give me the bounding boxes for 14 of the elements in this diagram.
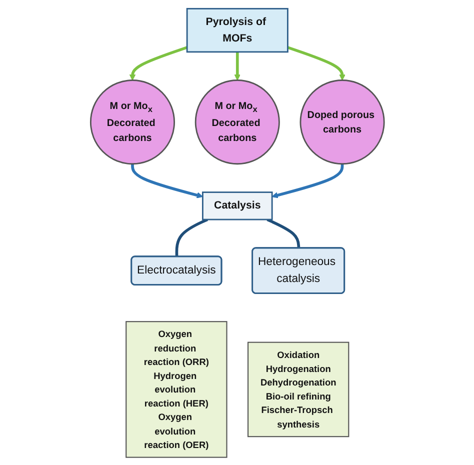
- arrow: [286, 46, 345, 80]
- connector: [266, 218, 300, 248]
- node-box: Oxidation Hydrogenation Dehydrogenation Bio-oil refining Fischer-Tropsch synthesis: [247, 341, 349, 437]
- arrow: [234, 51, 240, 80]
- arrow: [130, 163, 203, 198]
- arrow: [128, 46, 188, 80]
- connector: [174, 218, 208, 256]
- node-box: Pyrolysis of MOFs: [186, 7, 288, 52]
- node-box: Catalysis: [202, 191, 272, 220]
- node-box: Oxygen reduction reaction (ORR) Hydrogen evolution reaction (HER) Oxygen evolution reaction (OER): [125, 320, 227, 458]
- node-circle: Doped porous carbons: [299, 79, 384, 164]
- node-circle: M or Mo$_{x}$ Decorated carbons: [90, 79, 175, 164]
- node-circle: M or Mo$_{x}$ Decorated carbons: [194, 79, 280, 164]
- arrow: [271, 163, 344, 198]
